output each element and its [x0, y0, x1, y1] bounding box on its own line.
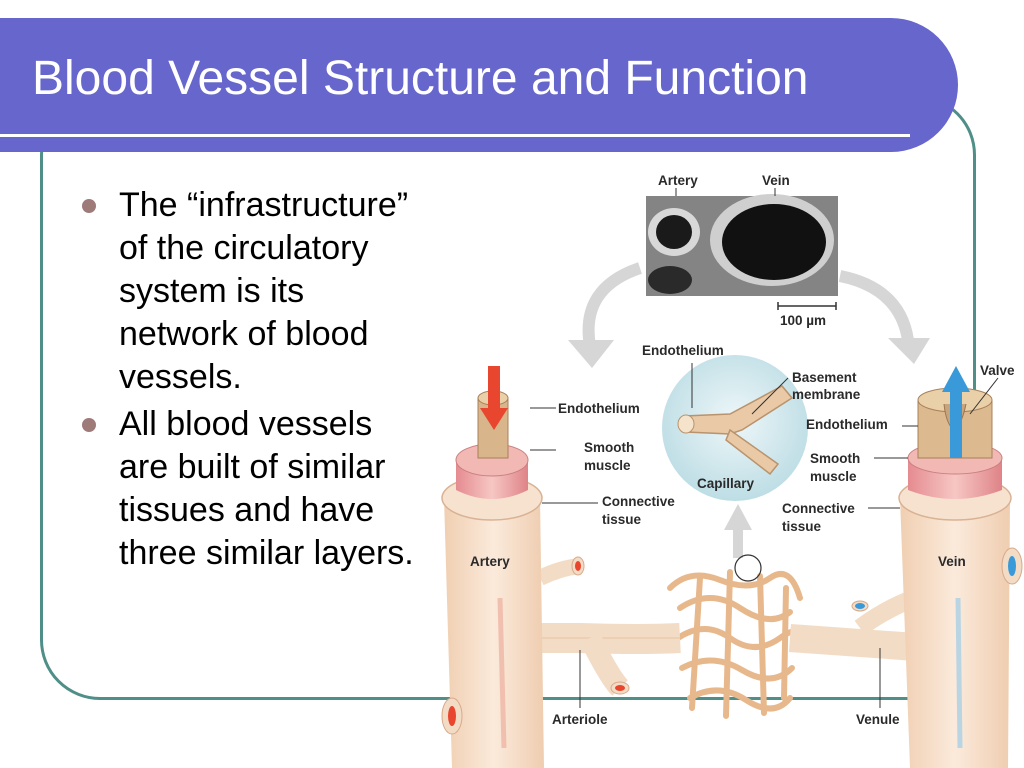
label-vein: Vein: [938, 554, 966, 569]
vein-cut-lumen: [1008, 556, 1016, 576]
artery-body: [444, 498, 544, 768]
label-connective-left-line1: Connective: [602, 494, 675, 509]
micrograph: [646, 188, 838, 310]
capillary-branch: [725, 428, 780, 476]
bullet-list: The “infrastructure” of the circulatory …: [82, 184, 427, 579]
title-bar: [0, 18, 958, 152]
capillary-loop: [679, 657, 795, 682]
label-smooth-left-line1: Smooth: [584, 440, 634, 455]
capillary-cross: [689, 569, 789, 719]
vein-flow-arrow-head: [942, 366, 970, 392]
label-smooth-muscle-right: Smooth muscle: [810, 451, 864, 484]
bullet-item: The “infrastructure” of the circulatory …: [82, 184, 427, 399]
label-connective-left: Connective tissue: [602, 494, 679, 527]
vein-body: [900, 498, 1010, 768]
valve-pointer: [969, 377, 999, 415]
label-smooth-left-line2: muscle: [584, 458, 631, 473]
capillary-opening: [677, 414, 695, 434]
capillary-arrow-head: [724, 504, 752, 530]
right-arrow-shaft: [838, 270, 914, 342]
artery-flow-arrow-head: [480, 408, 508, 430]
label-connective-left-line2: tissue: [602, 512, 642, 527]
label-smooth-muscle-left: Smooth muscle: [584, 440, 638, 473]
capillary-loop: [667, 571, 803, 601]
slide-title: Blood Vessel Structure and Function: [32, 52, 809, 105]
capillary-inset: [662, 355, 808, 501]
bullet-text: All blood vessels are built of similar t…: [119, 405, 414, 572]
label-basement-line2: membrane: [792, 387, 861, 402]
label-venule: Venule: [856, 712, 900, 727]
label-endothelium-left: Endothelium: [558, 401, 640, 416]
left-arrow-head: [568, 340, 614, 368]
bullet-text: The “infrastructure” of the circulatory …: [119, 186, 409, 396]
vein-lumen-micrograph: [722, 204, 826, 280]
label-smooth-right-line1: Smooth: [810, 451, 860, 466]
label-valve: Valve: [980, 363, 1015, 378]
vein-flow-inner-arrow: [955, 597, 963, 749]
label-connective-right-line2: tissue: [782, 519, 822, 534]
label-endothelium-right: Endothelium: [806, 417, 888, 432]
label-endothelium-center: Endothelium: [642, 343, 724, 358]
artery-cross-section: [441, 366, 598, 768]
venule-lumen: [855, 603, 865, 609]
capillary-network: [667, 569, 809, 719]
title-underline: [0, 134, 910, 137]
label-capillary: Capillary: [697, 476, 755, 491]
label-connective-right-line1: Connective: [782, 501, 855, 516]
artery-side-lumen: [575, 561, 581, 571]
label-connective-right: Connective tissue: [782, 501, 859, 534]
label-scale: 100 µm: [780, 313, 826, 328]
bullet-dot-icon: [82, 199, 96, 213]
vein-cross-section: [868, 366, 1023, 768]
left-arrow-shaft: [582, 262, 643, 348]
label-basement-line1: Basement: [792, 370, 857, 385]
label-basement-membrane: Basement membrane: [792, 370, 861, 402]
label-vein-top: Vein: [762, 173, 790, 188]
label-arteriole: Arteriole: [552, 712, 608, 727]
artery-lumen-micrograph: [656, 215, 692, 249]
artery-cut-lumen: [448, 706, 456, 726]
bullet-dot-icon: [82, 418, 96, 432]
artery-flow-inner-arrow: [497, 597, 507, 749]
small-vessel-micrograph: [648, 266, 692, 294]
arteriole-lumen: [615, 685, 625, 691]
right-arrow-head: [888, 338, 930, 364]
bullet-item: All blood vessels are built of similar t…: [82, 403, 427, 575]
basement-pointer-line: [751, 377, 789, 415]
capillary-loop: [687, 687, 793, 712]
capillary-focus-circle: [734, 554, 762, 582]
diagram-svg: Artery Vein 100 µm Endothelium Basement …: [441, 173, 1023, 768]
label-artery: Artery: [470, 554, 510, 569]
label-artery-top: Artery: [658, 173, 698, 188]
capillary-tube: [683, 385, 794, 435]
blood-vessel-diagram: Artery Vein 100 µm Endothelium Basement …: [430, 168, 1024, 768]
label-smooth-right-line2: muscle: [810, 469, 857, 484]
